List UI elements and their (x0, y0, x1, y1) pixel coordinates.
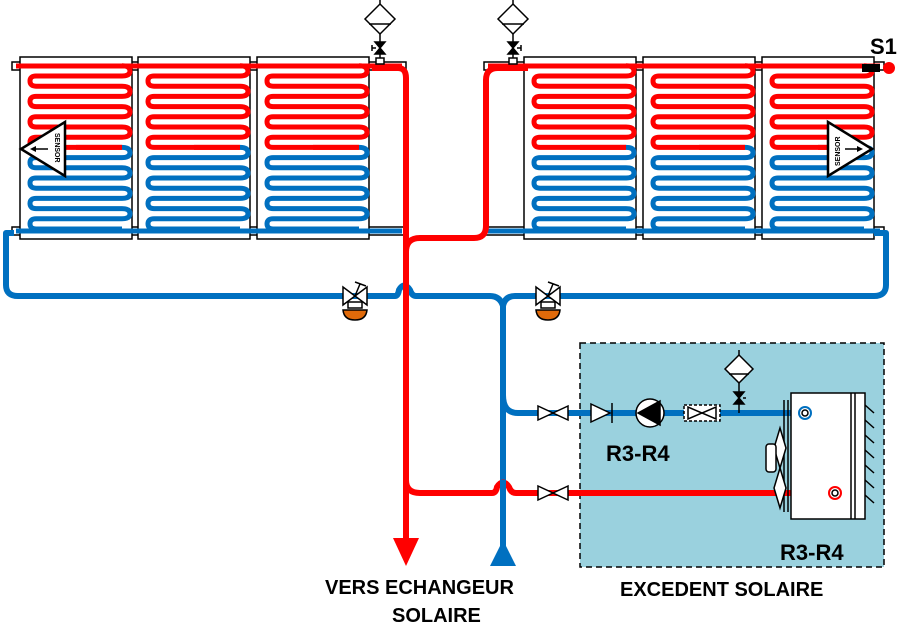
solar-collector-panel (642, 56, 756, 240)
solar-collector-panel (137, 56, 251, 240)
sensor-s1-icon (862, 62, 895, 74)
hot-loop (27, 63, 133, 89)
hot-loop (769, 104, 875, 130)
cold-loop (769, 165, 875, 191)
cold-loop (531, 165, 637, 191)
cold-return-right (500, 230, 889, 307)
cold-loop (531, 185, 637, 212)
air-vent-right-icon (496, 0, 530, 65)
cold-loop (531, 144, 637, 171)
hot-loop (531, 124, 637, 150)
hot-loop (264, 63, 370, 89)
cold-loop (27, 206, 133, 232)
hot-loop (531, 83, 637, 110)
box-caption: EXCEDENT SOLAIRE (620, 579, 823, 601)
isolation-valve-hot-icon[interactable] (537, 484, 569, 502)
check-valve-icon (590, 402, 613, 424)
hot-loop (531, 104, 637, 130)
cold-loop (769, 206, 875, 232)
cold-loop (264, 165, 370, 191)
dry-cooler-icon (765, 392, 875, 520)
hot-loop (27, 104, 133, 130)
cold-loop (650, 165, 756, 191)
cold-loop (145, 144, 251, 171)
hot-loop (531, 63, 637, 89)
hot-loop (650, 83, 756, 110)
hot-loop (650, 124, 756, 150)
hot-loop (650, 63, 756, 89)
cold-loop (531, 206, 637, 232)
hot-loop (264, 83, 370, 110)
balancing-valve-left-icon[interactable] (342, 281, 368, 321)
hot-loop (145, 83, 251, 110)
hot-loop (264, 104, 370, 130)
cold-loop (650, 144, 756, 171)
cold-main-riser (500, 306, 800, 552)
cold-return-left (3, 230, 506, 308)
pump-icon[interactable] (635, 398, 665, 428)
collector-group-left (11, 56, 407, 240)
hot-loop (650, 104, 756, 130)
air-vent-box-icon (723, 350, 755, 413)
pump-label: R3-R4 (606, 441, 670, 466)
hot-loop (145, 124, 251, 150)
box-label: R3-R4 (780, 540, 844, 565)
exchanger-label-line1: VERS ECHANGEUR (325, 577, 514, 599)
balancing-valve-right-icon[interactable] (535, 281, 561, 321)
solar-collector-panel (523, 56, 637, 240)
temperature-sensor-right-icon: SENSOR (826, 119, 875, 179)
air-vent-left-icon (363, 0, 397, 65)
hot-loop (769, 83, 875, 110)
cold-loop (145, 165, 251, 191)
cold-loop (145, 206, 251, 232)
solar-collector-panel (256, 56, 370, 240)
hot-loop (264, 124, 370, 150)
temperature-sensor-left-icon: SENSOR (18, 119, 67, 179)
cold-loop (264, 144, 370, 171)
sensor-left-label: SENSOR (53, 133, 60, 163)
exchanger-label-line2: SOLAIRE (392, 605, 481, 627)
cold-loop (27, 165, 133, 191)
cold-loop (27, 185, 133, 212)
collector-group-right (483, 56, 885, 240)
cold-loop (650, 185, 756, 212)
arrow-up-from-exchanger-icon (490, 540, 516, 566)
cold-loop (264, 206, 370, 232)
hot-supply (372, 65, 833, 540)
hot-loop (145, 63, 251, 89)
sensor-s1-label: S1 (870, 34, 897, 59)
cold-loop (145, 185, 251, 212)
isolation-valve-cold-icon[interactable] (537, 404, 569, 422)
hot-loop (145, 104, 251, 130)
hot-loop (769, 124, 875, 150)
flow-meter-icon (683, 404, 721, 422)
cold-loop (650, 206, 756, 232)
cold-loop (264, 185, 370, 212)
sensor-right-label: SENSOR (835, 136, 842, 166)
hot-loop (27, 83, 133, 110)
arrow-down-to-exchanger-icon (393, 538, 419, 566)
cold-loop (769, 185, 875, 212)
